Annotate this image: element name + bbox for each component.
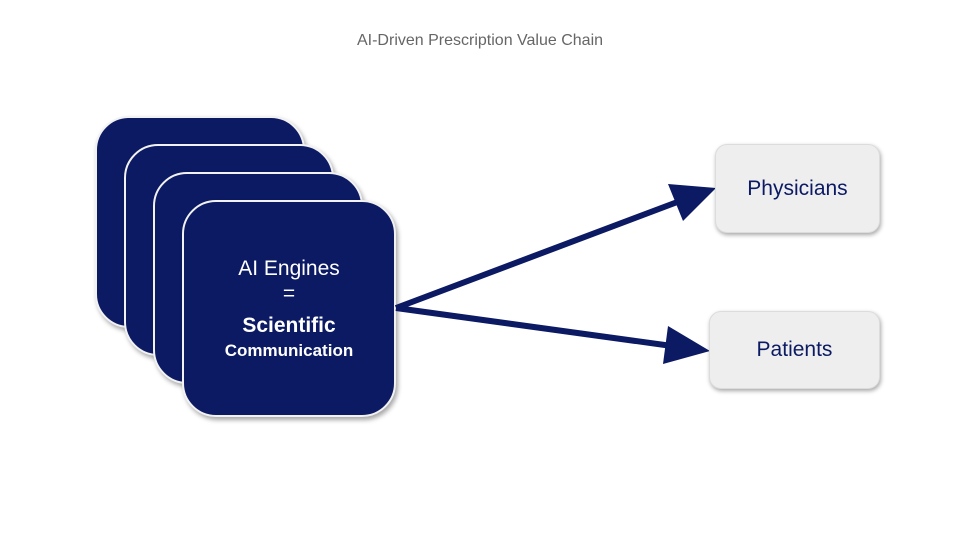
card-line-ai-engines: AI Engines (238, 256, 340, 280)
card-line-equals: = (282, 281, 296, 305)
card-line-scientific: Scientific (242, 313, 336, 337)
diagram-title: AI-Driven Prescription Value Chain (356, 32, 604, 49)
ai-engines-card: AI Engines = Scientific Communication (182, 200, 396, 417)
card-line-communication: Communication (224, 340, 354, 360)
patients-box: Patients (709, 311, 880, 389)
arrow-to-physicians (394, 184, 716, 311)
physicians-box: Physicians (715, 144, 880, 233)
arrow-to-patients (395, 305, 710, 364)
